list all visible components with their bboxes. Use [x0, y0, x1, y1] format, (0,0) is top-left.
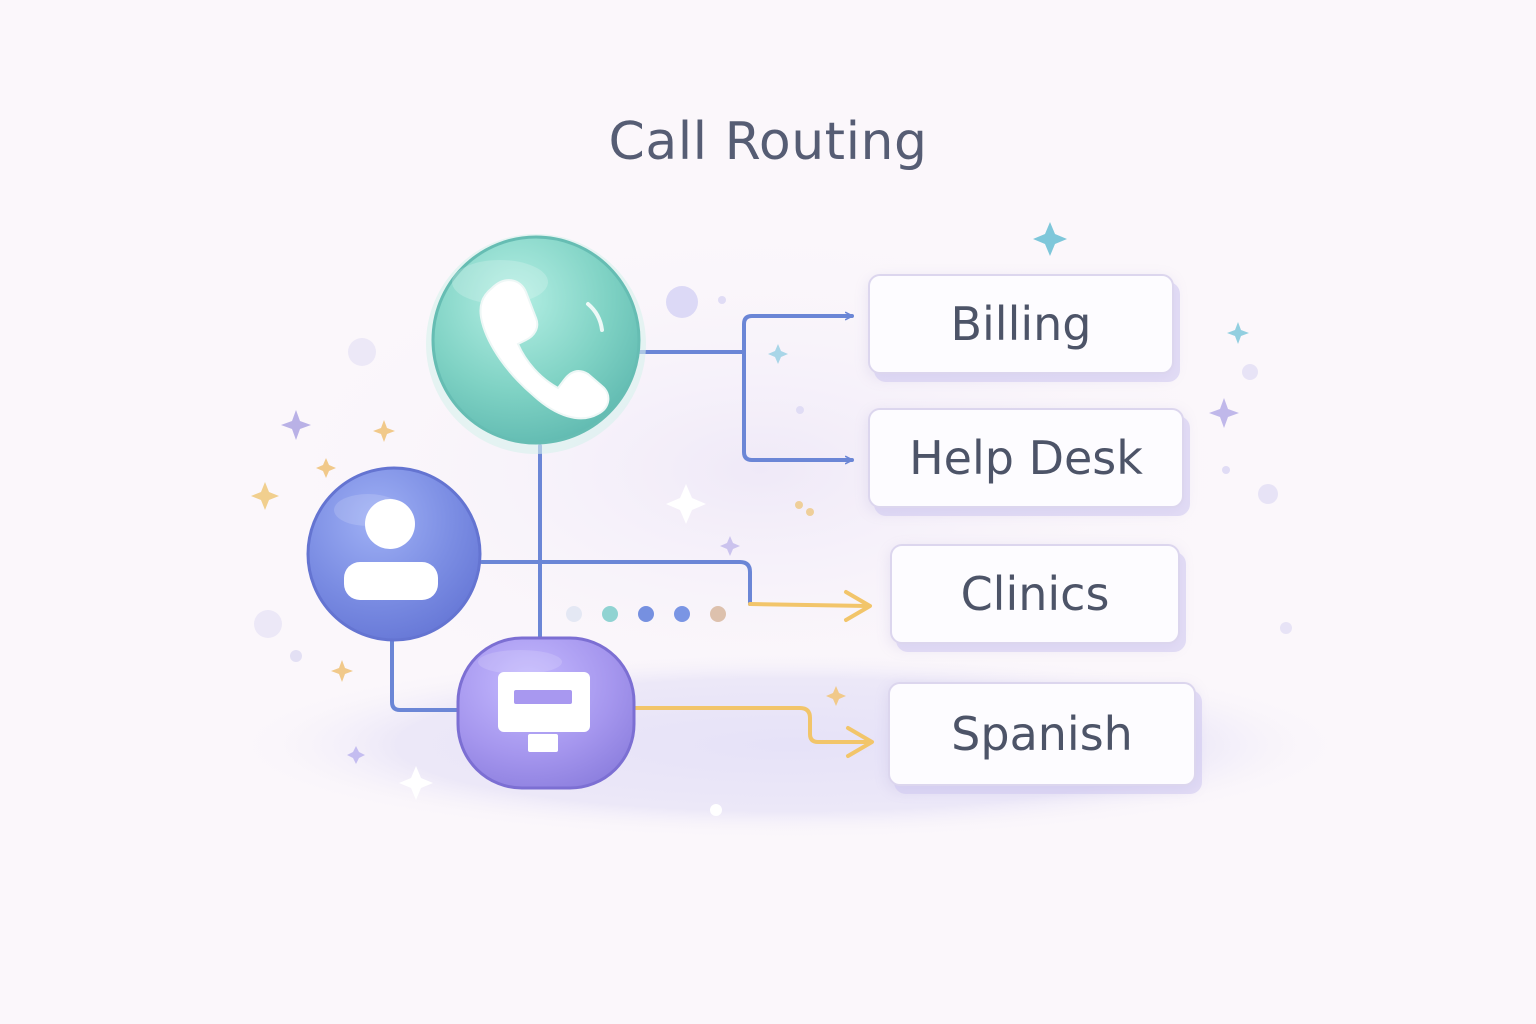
connectors-blue: [390, 311, 854, 712]
kiosk-node[interactable]: [456, 636, 636, 790]
destination-label: Billing: [950, 297, 1092, 351]
connector-yellow-to-clinics: [748, 602, 870, 608]
user-icon: [344, 499, 438, 600]
destination-label: Clinics: [960, 567, 1110, 621]
phone-node[interactable]: [426, 234, 646, 454]
queue-dots: [566, 606, 726, 622]
destination-help-desk[interactable]: Help Desk: [868, 408, 1184, 508]
phone-icon: [479, 279, 610, 420]
decorative-dots: [254, 286, 1292, 816]
arrow-head-spanish: [846, 726, 874, 758]
connector-user-to-kiosk: [390, 634, 464, 712]
user-node[interactable]: [306, 466, 482, 642]
kiosk-icon: [498, 672, 590, 752]
destination-label: Help Desk: [909, 431, 1143, 485]
sparkle-icons: [251, 222, 1249, 800]
destination-billing[interactable]: Billing: [868, 274, 1174, 374]
connector-yellow-to-spanish: [630, 706, 872, 744]
destination-clinics[interactable]: Clinics: [890, 544, 1180, 644]
arrow-head-clinics: [844, 590, 872, 622]
destination-label: Spanish: [951, 707, 1133, 761]
connector-to-help-desk: [742, 350, 854, 465]
page-title: Call Routing: [608, 112, 928, 172]
connectors-yellow: [630, 590, 874, 758]
connector-to-billing: [742, 311, 854, 354]
connector-user-to-clinics: [480, 560, 752, 606]
destination-spanish[interactable]: Spanish: [888, 682, 1196, 786]
